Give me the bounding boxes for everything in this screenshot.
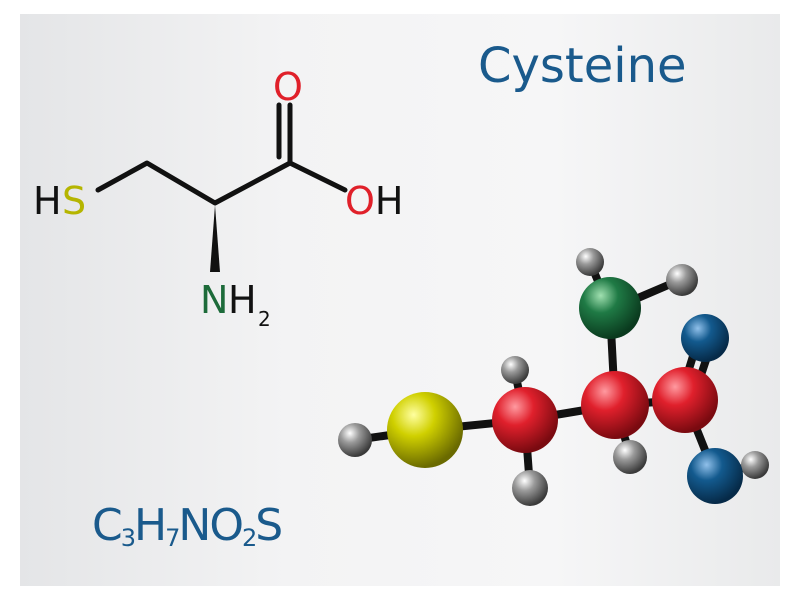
atom-oxygen	[687, 448, 743, 504]
molecular-formula: C3H7NO2S	[92, 500, 283, 552]
atom-hydrogen	[576, 248, 604, 276]
atom-carbon	[652, 367, 718, 433]
label-oh-h: H	[375, 179, 404, 223]
atom-nitrogen	[579, 277, 641, 339]
atom-sulfur	[387, 392, 463, 468]
atom-hydrogen	[741, 451, 769, 479]
atom-carbon	[492, 387, 558, 453]
background-panel	[20, 14, 780, 586]
molecule-title: Cysteine	[478, 38, 687, 94]
label-oh: OH	[345, 179, 404, 223]
atom-hydrogen	[512, 470, 548, 506]
atom-carbon	[581, 371, 649, 439]
label-h2-subscript: 2	[258, 307, 271, 331]
atom-hydrogen	[666, 264, 698, 296]
atom-hydrogen	[501, 356, 529, 384]
atom-hydrogen	[338, 423, 372, 457]
label-s: S	[62, 179, 86, 223]
label-o: O	[273, 65, 303, 109]
wedge-bond	[210, 205, 220, 272]
atom-oxygen	[681, 314, 729, 362]
atom-hydrogen	[613, 440, 647, 474]
label-h2: H	[228, 278, 257, 322]
label-n: N	[200, 278, 228, 322]
label-h: H	[33, 179, 62, 223]
carbon-chain-bonds	[95, 160, 348, 206]
